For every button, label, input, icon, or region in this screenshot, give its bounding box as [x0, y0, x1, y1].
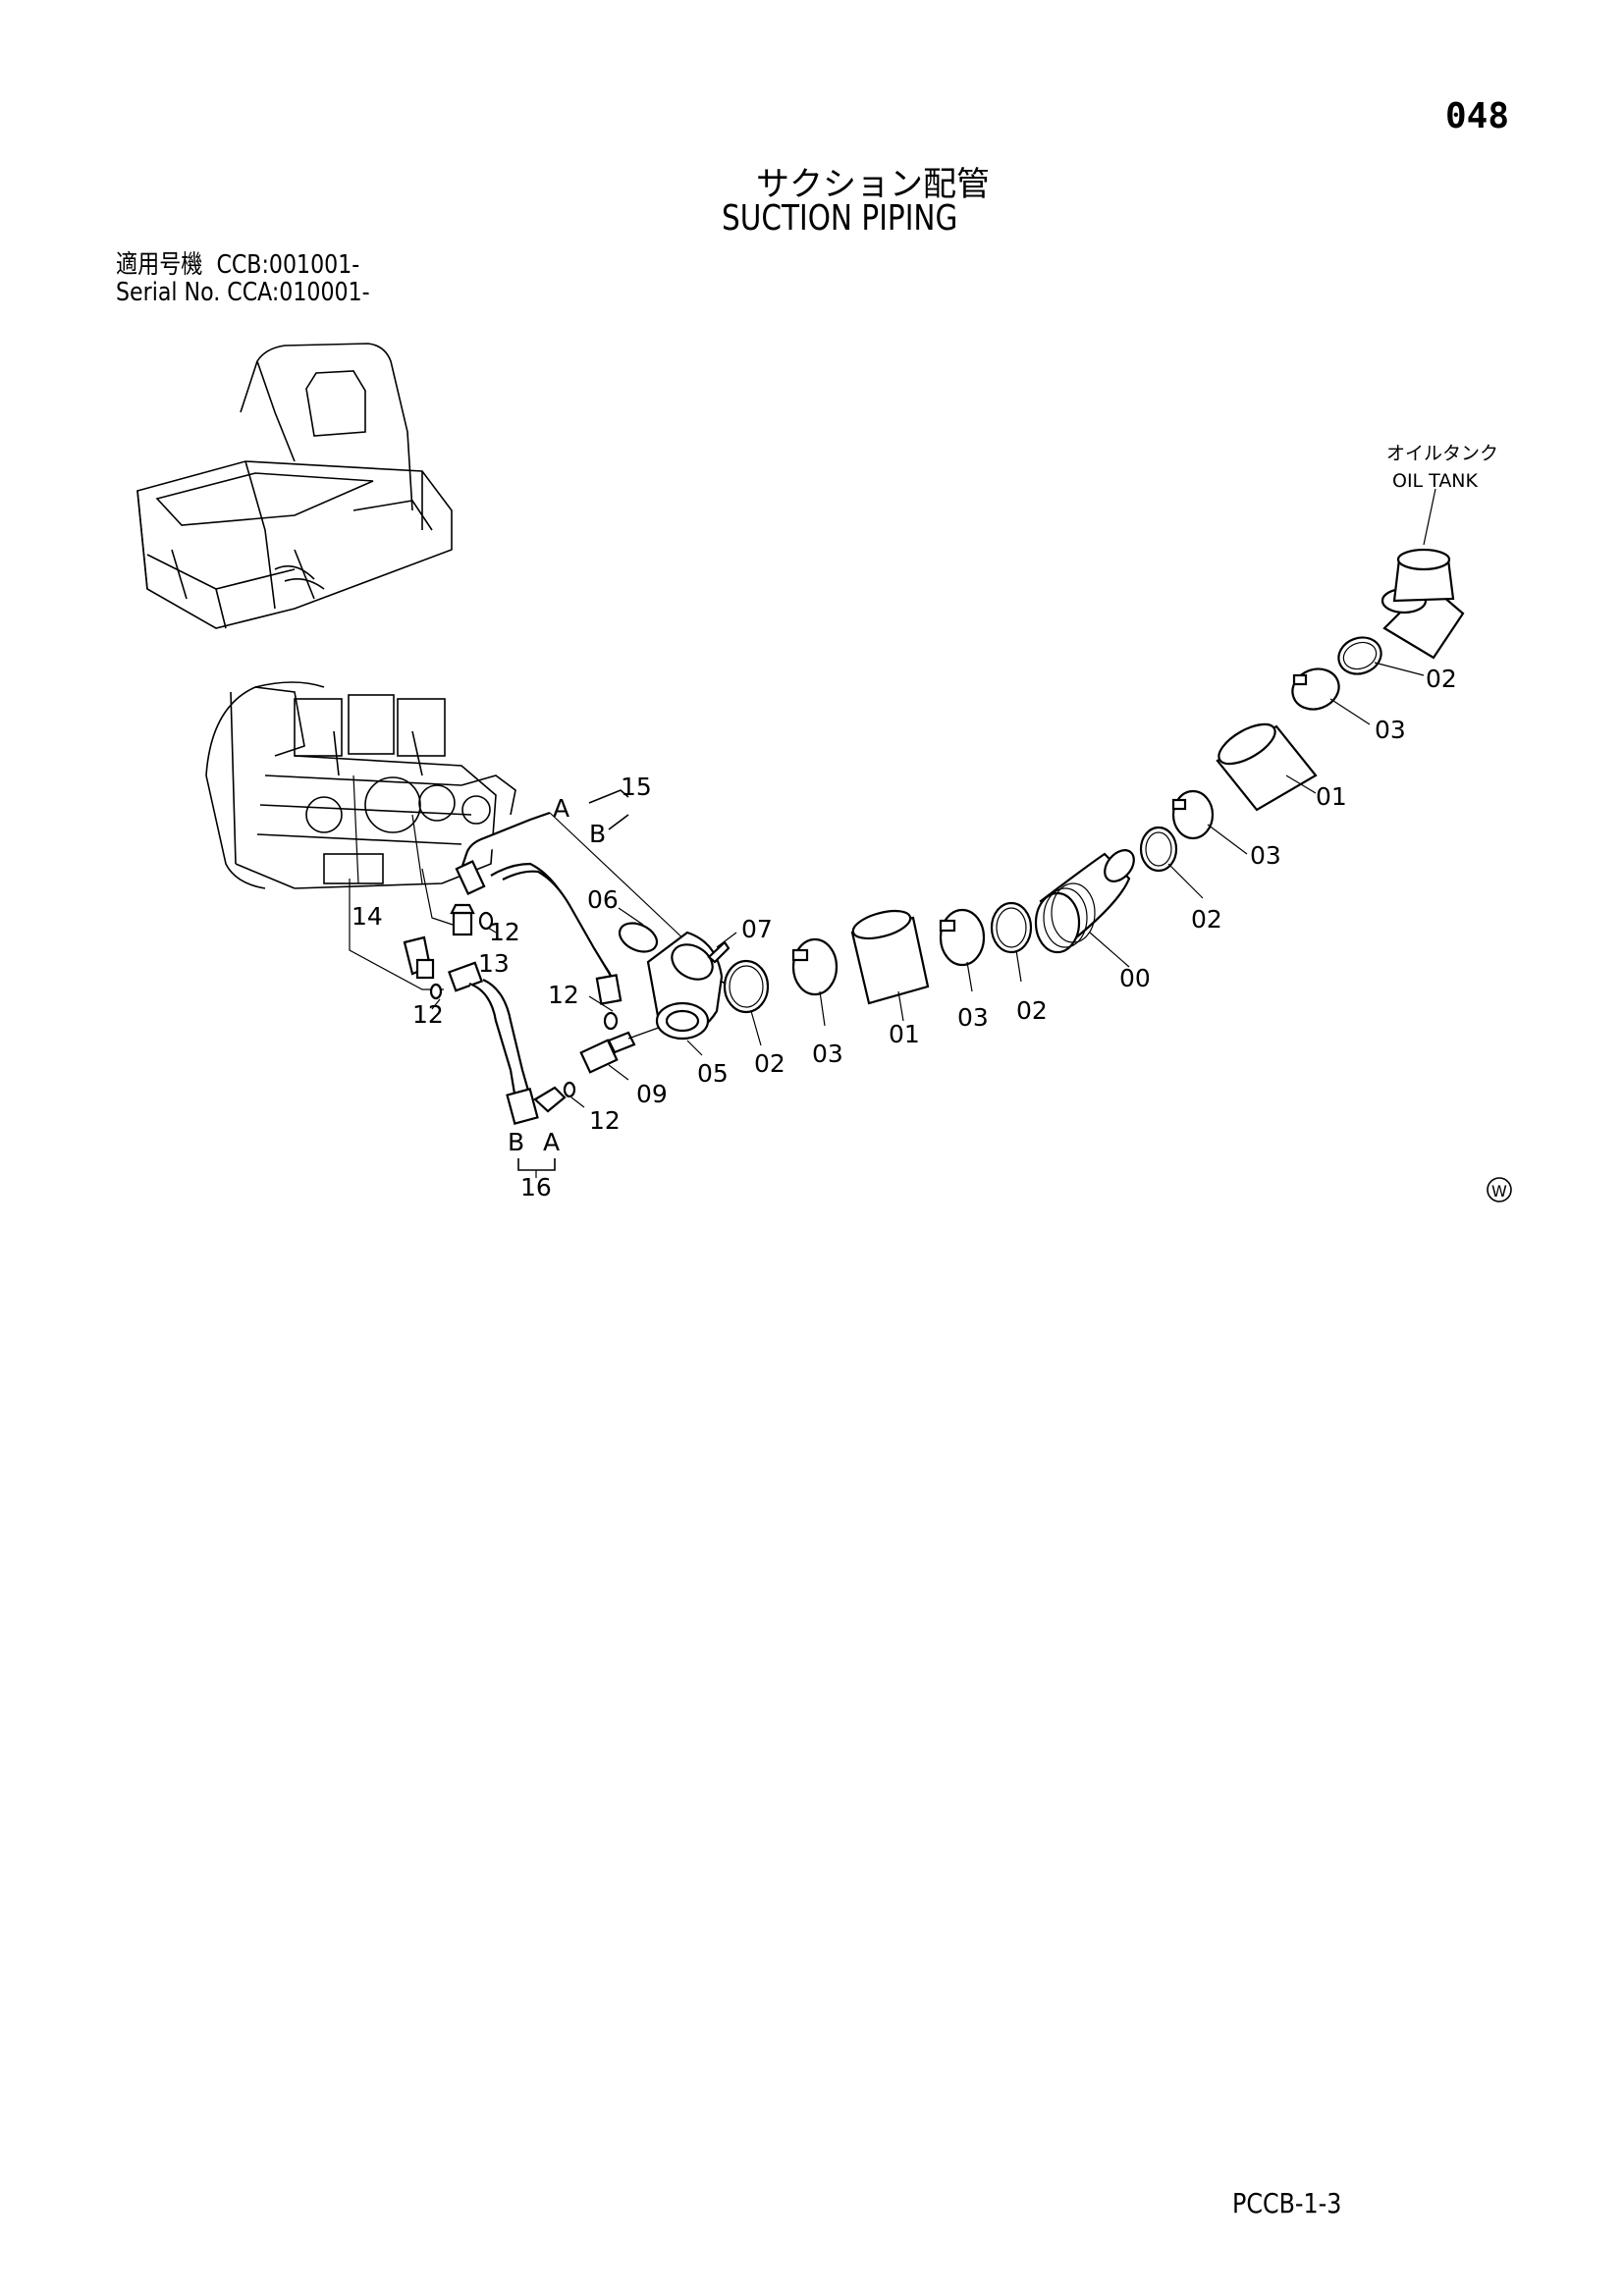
bolt-07: [707, 940, 731, 964]
callout-03: 03: [1375, 716, 1406, 744]
callout-02: 02: [754, 1049, 785, 1078]
callout-12: 12: [412, 1000, 444, 1029]
excavator-locator-icon: [136, 343, 453, 629]
serial-line-serial-no: Serial No. CCA:010001-: [116, 278, 370, 307]
bracket-15: [588, 789, 629, 804]
callout-leaders: [431, 488, 1436, 1108]
callout-oil-tank-en: OIL TANK: [1392, 470, 1479, 492]
callout-oil-tank-jp: オイルタンク: [1386, 443, 1498, 464]
w-stamp-icon: W: [1487, 1177, 1512, 1202]
callout-15: 15: [621, 773, 652, 801]
suction-pipe-00: [1034, 849, 1135, 954]
clamp-03-b: [939, 908, 986, 967]
callout-02: 02: [1191, 905, 1222, 934]
callout-09: 09: [636, 1080, 668, 1108]
hydraulic-pump-assembly: [205, 681, 516, 889]
leader-13: [421, 868, 462, 929]
hose-assembly-16: [448, 961, 567, 1125]
callout-00: 00: [1119, 964, 1151, 992]
callout-03: 03: [957, 1003, 989, 1032]
page-title-japanese: サクション配管: [756, 165, 990, 204]
oil-tank-outlet: [1380, 548, 1465, 660]
callout-13: 13: [478, 949, 510, 978]
fitting-09: [579, 1031, 636, 1074]
hose-assembly-15: [455, 811, 688, 1005]
page-number: 048: [1445, 96, 1510, 136]
clamp-03-a: [791, 937, 839, 996]
callout-05: 05: [697, 1059, 729, 1088]
callout-12: 12: [589, 1106, 621, 1135]
callout-16: 16: [520, 1173, 552, 1201]
callout-03: 03: [812, 1040, 843, 1068]
callout-b-bottom: B: [508, 1128, 524, 1156]
hose-01-a: [850, 909, 930, 1005]
footer-page-code: PCCB-1-3: [1232, 2187, 1342, 2219]
callout-07: 07: [741, 915, 773, 943]
clamp-02-b: [990, 901, 1033, 954]
bracket-16: [517, 1158, 556, 1171]
callout-a-bottom: A: [543, 1128, 560, 1156]
clamp-02-a: [723, 959, 770, 1014]
callout-01: 01: [1316, 782, 1347, 811]
serial-number-block: 適用号機 CCB:001001- Serial No. CCA:010001-: [116, 251, 370, 306]
serial-line-applicable-models: 適用号機 CCB:001001-: [116, 250, 360, 280]
callout-b-top: B: [589, 820, 606, 848]
clamp-02-d: [1337, 636, 1382, 675]
callout-03: 03: [1250, 841, 1281, 870]
o-ring-06: [618, 922, 659, 953]
w-stamp-letter: W: [1491, 1182, 1507, 1201]
suction-elbow-05: [646, 931, 742, 1041]
elbow-14: [403, 935, 435, 980]
hose-01-b: [1216, 722, 1318, 812]
callout-14: 14: [352, 902, 383, 931]
callout-06: 06: [587, 885, 619, 914]
callout-02: 02: [1426, 665, 1457, 693]
clamp-03-d: [1291, 667, 1340, 711]
callout-a-top: A: [553, 794, 569, 823]
page-title: SUCTION PIPING: [722, 198, 958, 239]
callout-12: 12: [548, 981, 579, 1009]
callout-12: 12: [489, 918, 520, 946]
plug-13: [450, 903, 475, 936]
callout-02: 02: [1016, 996, 1048, 1025]
clamp-03-c: [1171, 789, 1215, 840]
callout-01: 01: [889, 1020, 920, 1048]
clamp-02-c: [1139, 826, 1178, 873]
o-ring-12: [429, 911, 619, 1098]
